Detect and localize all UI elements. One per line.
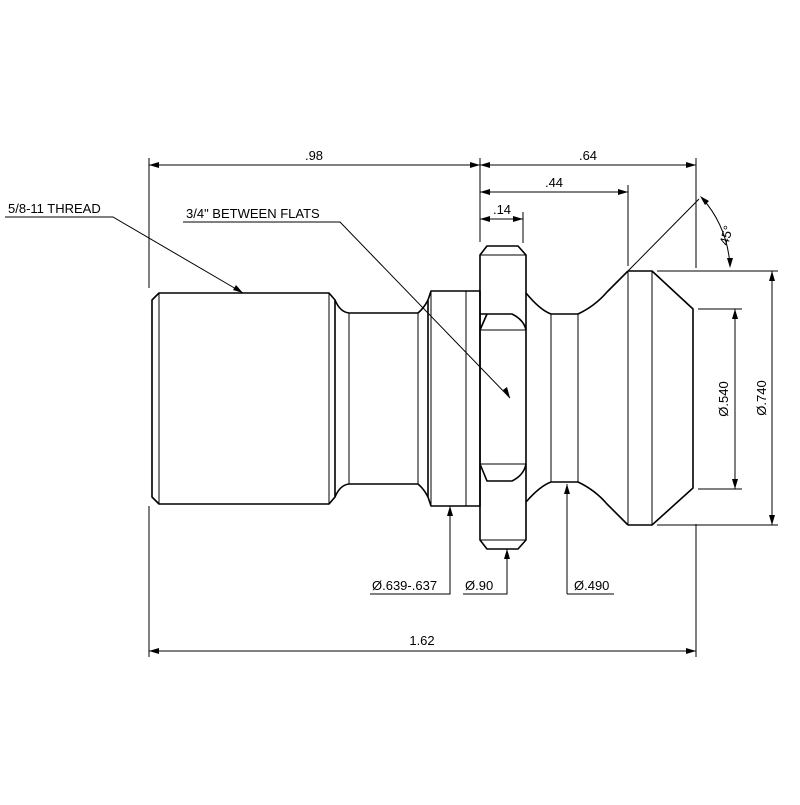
dia-639-label: Ø.639-.637	[372, 578, 437, 593]
dimension-lines	[149, 162, 775, 654]
dim-064-label: .64	[579, 148, 597, 163]
thread-section	[151, 292, 336, 505]
neck-section	[334, 299, 429, 498]
dia-90-label: Ø.90	[465, 578, 493, 593]
hex-flange	[479, 245, 527, 550]
extension-lines	[148, 158, 778, 657]
dim-162-label: 1.62	[409, 633, 434, 648]
pilot-section	[427, 290, 481, 507]
dia-490-label: Ø.490	[574, 578, 609, 593]
head-section	[627, 270, 694, 526]
flats-label: 3/4" BETWEEN FLATS	[186, 206, 320, 221]
dim-098-label: .98	[305, 148, 323, 163]
text-labels: 5/8-11 THREAD 3/4" BETWEEN FLATS .98 .64…	[8, 148, 769, 648]
angle-label: 45°	[716, 224, 736, 247]
dia-740-label: Ø.740	[754, 380, 769, 415]
thread-label: 5/8-11 THREAD	[8, 201, 101, 216]
part-outline	[151, 245, 694, 550]
leader-lines	[5, 216, 614, 595]
groove-section	[525, 270, 629, 526]
dim-014-label: .14	[493, 202, 511, 217]
dim-044-label: .44	[545, 175, 563, 190]
dia-540-label: Ø.540	[716, 381, 731, 416]
